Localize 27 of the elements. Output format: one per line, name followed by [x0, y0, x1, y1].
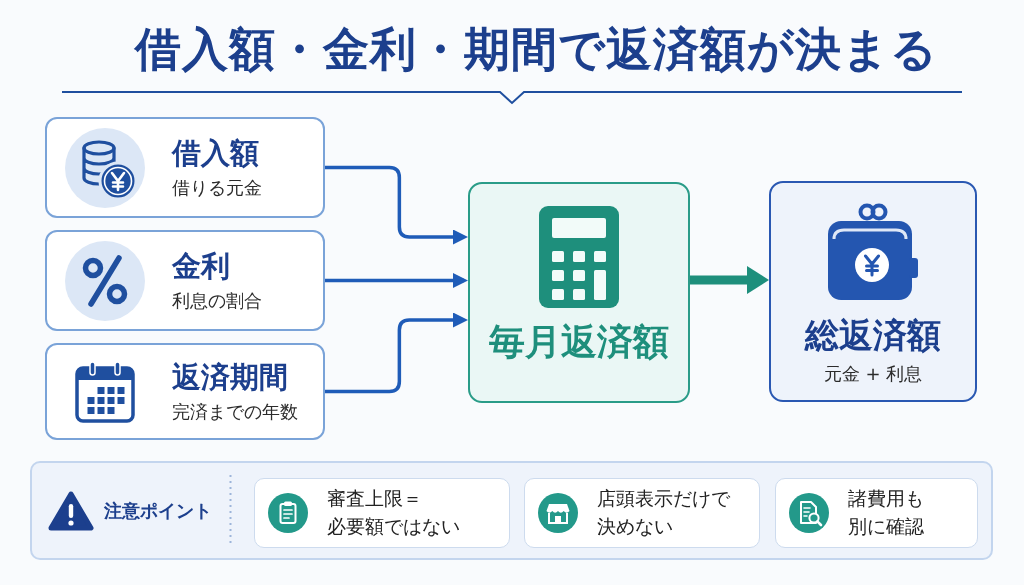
heading: 毎月返済額 — [489, 320, 669, 364]
title: 借入額・金利・期間で返済額が決まる — [134, 22, 938, 78]
heading: 返済期間 — [172, 359, 288, 396]
description: 完済までの年数 — [172, 399, 298, 424]
heading: 総返済額 — [805, 315, 941, 356]
arrow — [325, 165, 468, 245]
tip-card — [254, 478, 510, 548]
arrow — [325, 312, 468, 394]
section-label: 注意ポイント — [104, 499, 212, 523]
tip-card — [524, 478, 760, 548]
description: 利息の割合 — [172, 288, 262, 313]
arrow — [690, 266, 769, 294]
total-box — [769, 181, 977, 402]
factor-card — [45, 343, 325, 440]
heading: 金利 — [172, 248, 230, 285]
heading: 借入額 — [172, 135, 259, 172]
notice-panel — [30, 461, 993, 560]
note-text: 審査上限＝必要額ではない — [327, 486, 461, 539]
factor-card — [45, 230, 325, 331]
note-text: 諸費用も別に確認 — [848, 486, 925, 539]
note-text: 店頭表示だけで決めない — [597, 486, 731, 539]
arrow — [325, 273, 468, 288]
description: 借りる元金 — [172, 175, 262, 200]
tip-card — [775, 478, 978, 548]
factor-card — [45, 117, 325, 218]
description: 元金 + 利息 — [823, 362, 923, 386]
result-box — [468, 182, 690, 403]
